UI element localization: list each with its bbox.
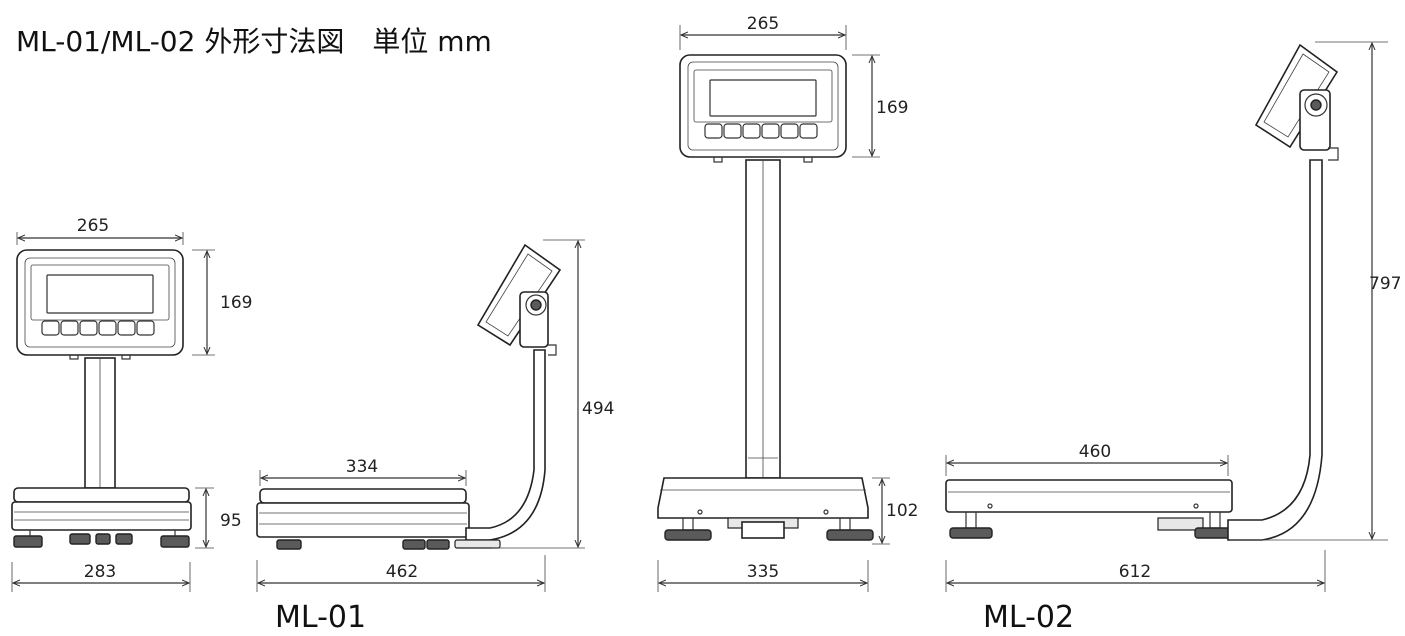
ml01-front-dimension-lines xyxy=(11,232,215,592)
ml02-total-height-label: 797 xyxy=(1369,274,1401,294)
ml02-base-height-label: 102 xyxy=(886,501,918,521)
ml02-head-width-label: 265 xyxy=(747,14,779,34)
ml01-base-height-label: 95 xyxy=(220,511,242,531)
ml02-platform-width-label: 460 xyxy=(1079,442,1111,462)
ml01-front-width-label: 265 xyxy=(77,216,109,236)
ml01-front-height-label: 169 xyxy=(220,293,252,313)
ml01-total-height-label: 494 xyxy=(582,399,614,419)
ml01-front-view xyxy=(11,249,192,548)
ml01-platform-width-label: 334 xyxy=(346,457,378,477)
ml01-side-view xyxy=(256,243,562,550)
ml02-total-depth-label: 612 xyxy=(1119,562,1151,582)
ml02-side-view xyxy=(945,43,1339,541)
ml02-side-dimension-lines xyxy=(945,41,1388,592)
ml01-total-depth-label: 462 xyxy=(386,562,418,582)
page-title: ML-01/ML-02 外形寸法図 単位 mm xyxy=(16,25,492,58)
model-label-ml01: ML-01 xyxy=(275,600,367,635)
ml01-side-dimension-lines xyxy=(256,239,585,592)
model-label-ml02: ML-02 xyxy=(983,600,1075,635)
ml02-base-width-label: 335 xyxy=(747,562,779,582)
ml02-front-view xyxy=(657,54,874,541)
ml02-head-height-label: 169 xyxy=(876,98,908,118)
ml02-front-dimension-lines xyxy=(657,25,890,592)
ml01-base-width-label: 283 xyxy=(84,562,116,582)
